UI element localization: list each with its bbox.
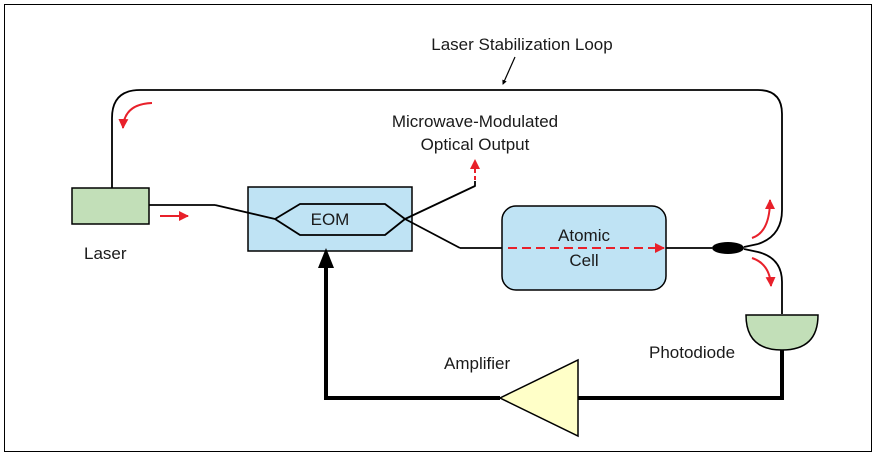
split-arrow-up	[751, 199, 775, 239]
coupler-upper-branch	[743, 243, 759, 248]
coupler-lower-branch	[743, 248, 783, 314]
loop-label: Laser Stabilization Loop	[431, 35, 612, 54]
photodiode-shape	[745, 314, 819, 351]
amplifier-triangle	[498, 358, 579, 438]
eom-interferometer	[214, 181, 476, 249]
output-label-line2: Optical Output	[421, 135, 530, 154]
stabilization-loop-fiber	[111, 89, 783, 245]
split-arrow-down	[751, 257, 776, 287]
figure-border	[4, 4, 872, 452]
fiber-coupler	[712, 242, 744, 254]
laser-box	[71, 187, 150, 225]
eom-label: EOM	[311, 210, 350, 229]
photodiode-label: Photodiode	[649, 343, 735, 362]
output-label-line1: Microwave-Modulated	[392, 112, 558, 131]
laser-label: Laser	[84, 244, 127, 263]
loop-return-arrow	[118, 102, 153, 129]
feedback-arrowhead	[318, 248, 334, 268]
feedback-wire	[324, 262, 784, 400]
amplifier-label: Amplifier	[444, 354, 510, 373]
cell-label-line1: Atomic	[558, 226, 610, 245]
loop-label-pointer	[502, 56, 516, 85]
cell-label-line2: Cell	[569, 251, 598, 270]
